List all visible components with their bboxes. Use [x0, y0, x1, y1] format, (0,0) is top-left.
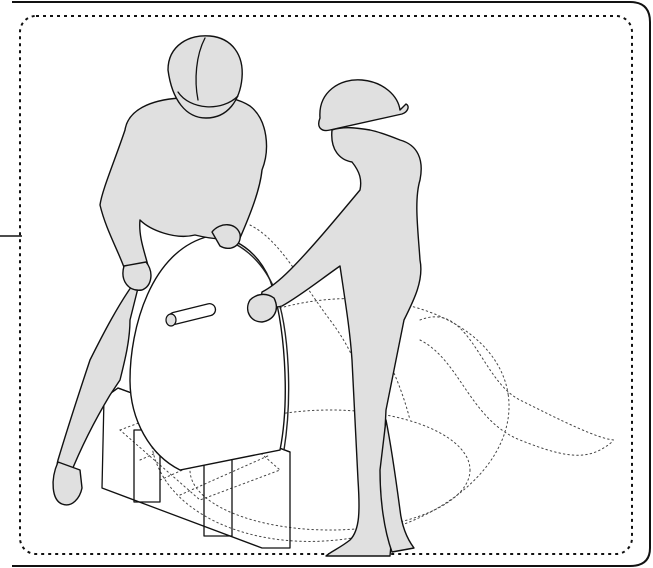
cable-trail-1	[420, 317, 615, 440]
worker-right-hard-hat	[319, 80, 408, 131]
outer-frame-border	[12, 2, 650, 566]
worker-left-left-hand	[123, 262, 151, 290]
stand-post-right	[204, 458, 232, 536]
worker-left-boot	[53, 462, 82, 505]
reel-disk	[130, 236, 285, 470]
worker-right-hand	[248, 294, 277, 322]
worker-left-legs	[57, 275, 140, 476]
cable-reel	[130, 236, 289, 470]
reel-hub-end	[166, 314, 176, 326]
